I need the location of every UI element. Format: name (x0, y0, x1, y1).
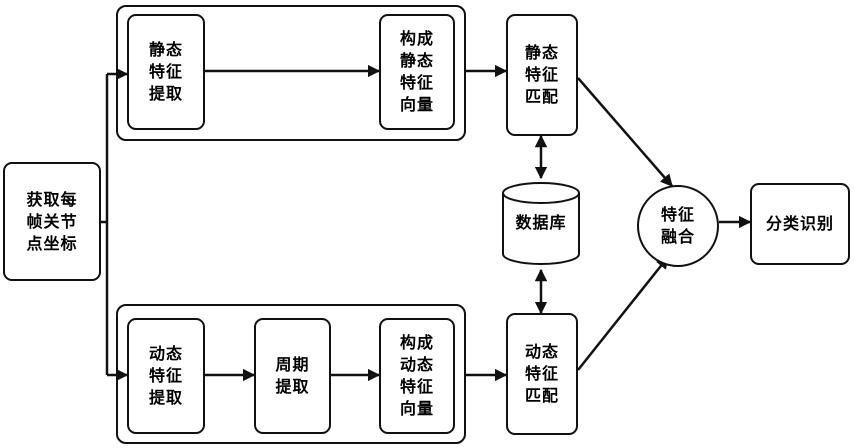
static-match-label: 静态 特征 匹配 (525, 42, 559, 108)
static-vector-node: 构成 静态 特征 向量 (379, 14, 455, 130)
static-match-to-fusion-arrow (578, 78, 672, 186)
classify-label: 分类识别 (766, 213, 834, 235)
dynamic-match-label: 动态 特征 匹配 (525, 341, 559, 407)
fusion-label: 特征 融合 (661, 204, 695, 248)
static-extract-node: 静态 特征 提取 (127, 14, 205, 130)
dynamic-extract-node: 动态 特征 提取 (127, 318, 205, 434)
input-label: 获取每 帧关节 点坐标 (26, 189, 77, 255)
classify-node: 分类识别 (750, 183, 850, 265)
fusion-node: 特征 融合 (637, 185, 719, 267)
database-label: 数据库 (500, 212, 582, 234)
dynamic-match-node: 动态 特征 匹配 (506, 313, 578, 435)
dynamic-vector-node: 构成 动态 特征 向量 (379, 318, 455, 434)
period-extract-label: 周期 提取 (275, 354, 309, 398)
static-extract-label: 静态 特征 提取 (149, 39, 183, 105)
dynamic-extract-label: 动态 特征 提取 (149, 343, 183, 409)
dynamic-match-to-fusion-arrow (578, 257, 668, 370)
static-vector-label: 构成 静态 特征 向量 (400, 28, 434, 116)
input-node: 获取每 帧关节 点坐标 (3, 162, 101, 281)
period-extract-node: 周期 提取 (254, 318, 331, 434)
dynamic-vector-label: 构成 动态 特征 向量 (400, 332, 434, 420)
static-match-node: 静态 特征 匹配 (506, 14, 578, 136)
